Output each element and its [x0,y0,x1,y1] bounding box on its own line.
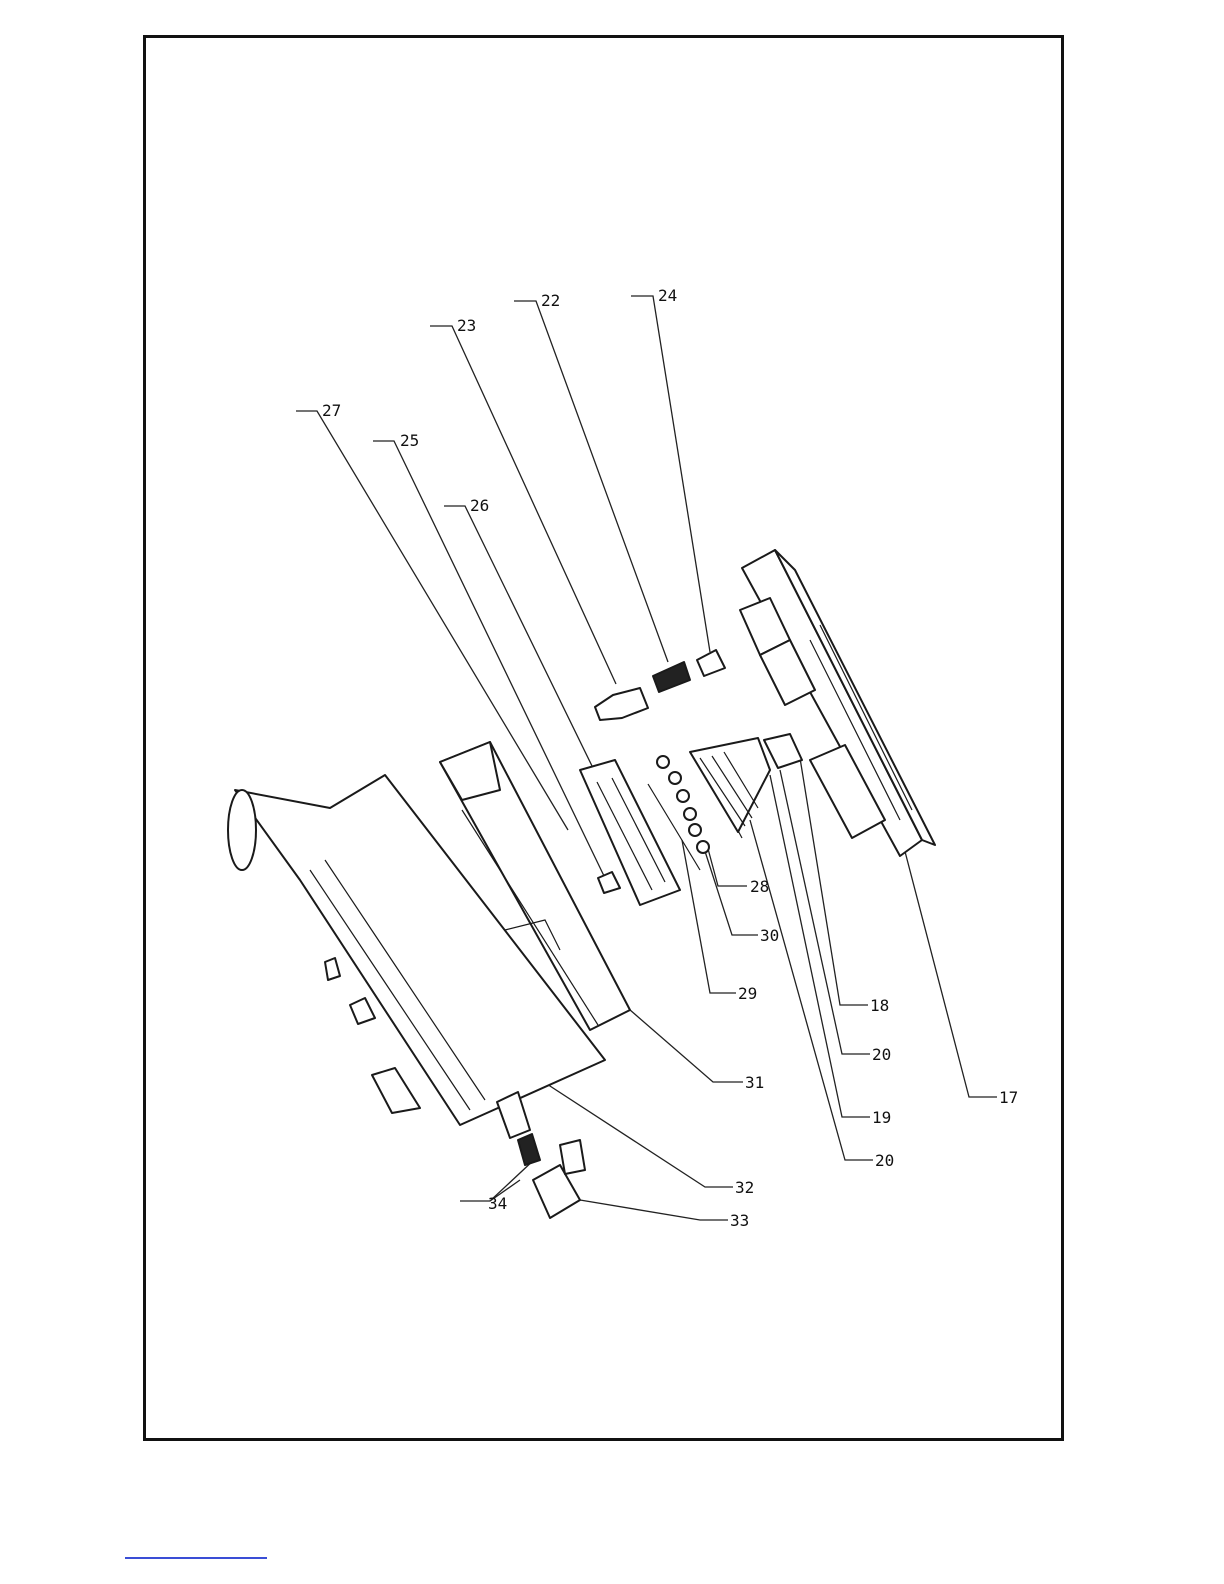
leader-31 [622,1003,743,1082]
callout-28: 28 [750,877,769,896]
part-23-plug [595,688,648,720]
part-33-cap [533,1140,585,1218]
callout-31: 31 [745,1073,764,1092]
leader-27 [296,411,568,830]
callout-23: 23 [457,316,476,335]
callout-33: 33 [730,1211,749,1230]
part-34-spring [497,1092,540,1165]
callout-24: 24 [658,286,677,305]
callout-30: 30 [760,926,779,945]
part-24-fitting [697,650,725,676]
callout-27: 27 [322,401,341,420]
callout-22: 22 [541,291,560,310]
leader-24 [631,296,710,652]
leader-26 [444,506,593,768]
leader-23 [430,326,616,684]
part-22-spring [653,662,690,692]
leader-22 [514,301,668,662]
leader-20b [750,820,873,1160]
callout-18: 18 [870,996,889,1015]
callout-34: 34 [488,1194,507,1213]
callout-19: 19 [872,1108,891,1127]
part-19-20-18-wedge [690,734,802,832]
footer-link-rule [125,1557,267,1559]
callout-26: 26 [470,496,489,515]
callout-25: 25 [400,431,419,450]
callout-20-upper: 20 [872,1045,891,1064]
callout-labels: 27 25 26 23 22 24 28 30 29 31 32 33 34 1… [322,286,1018,1230]
callout-32: 32 [735,1178,754,1197]
part-26-bracket [580,760,680,905]
callout-29: 29 [738,984,757,1003]
callout-17: 17 [999,1088,1018,1107]
part-17-housing-plate [740,550,935,856]
leader-33 [580,1200,728,1220]
leader-28 [707,845,747,886]
callout-20-lower: 20 [875,1151,894,1170]
part-25-screw [598,872,620,893]
leader-17 [902,840,997,1097]
